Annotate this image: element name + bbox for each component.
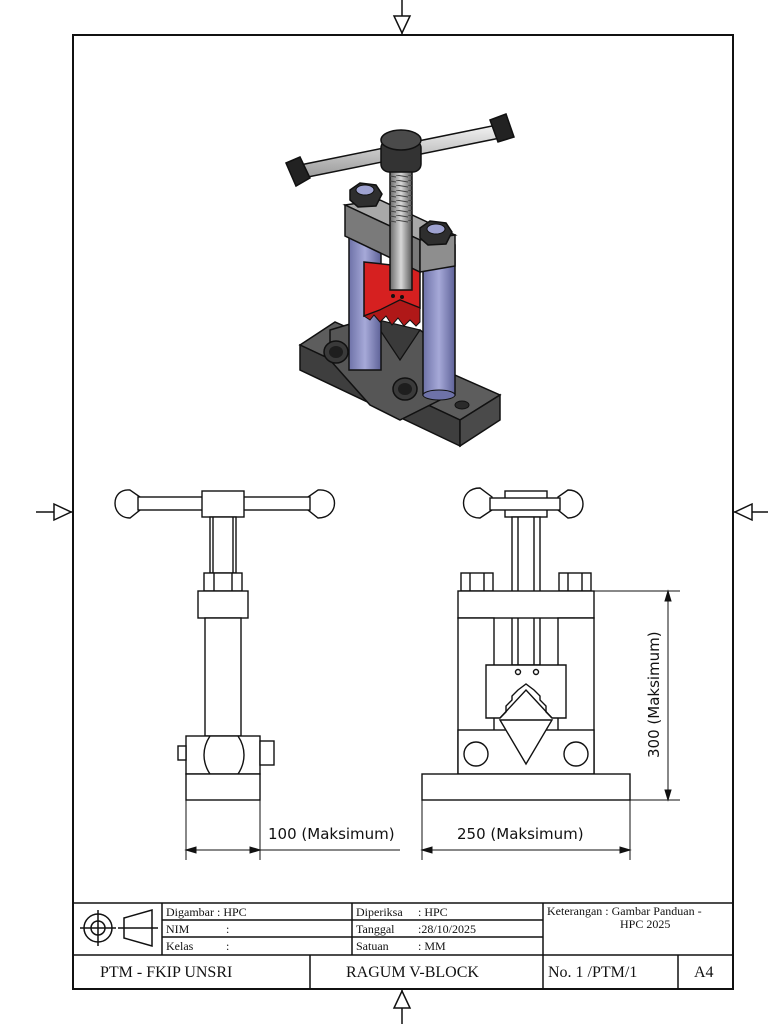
side-pin-right [259,740,275,766]
date-value: :28/10/2025 [418,922,476,936]
right-nut-top [426,223,446,235]
checked-label: Diperiksa [356,905,403,919]
isometric-view [285,113,515,448]
unit-value: : MM [418,939,446,953]
dimension-width-label: 250 (Maksimum) [457,825,584,843]
side-vblock-arc-right [237,735,245,775]
front-nut-left [460,572,494,592]
front-pin-left [463,741,489,767]
side-vblock [185,735,261,775]
jaw-hole-1 [391,294,395,298]
jaw-teeth [362,299,421,327]
front-jaw-hole-1 [514,668,522,676]
institution: PTM - FKIP UNSRI [100,964,232,981]
drawing-title: RAGUM V-BLOCK [346,964,479,981]
front-view [421,487,631,801]
side-base [185,773,261,801]
projection-symbol-icon [80,909,158,947]
side-crossbeam [197,590,249,619]
notes-line2: HPC 2025 [620,917,670,931]
side-post [204,617,242,737]
dimension-depth-label: 100 (Maksimum) [268,825,395,843]
side-view [114,489,335,801]
dimension-width [420,800,632,860]
side-screw [209,516,237,574]
notes-line1: Keterangan : Gambar Panduan - [547,904,702,918]
unit-label: Satuan [356,939,389,953]
side-vblock-arc-left [203,735,211,775]
t-handle-hub-top [380,129,422,151]
left-nut-top [355,184,375,196]
centering-mark-bottom [392,989,412,1024]
centering-mark-left [36,502,73,522]
side-handle-right-knob [307,489,335,519]
front-jaw [485,664,567,719]
paper-size: A4 [694,964,714,981]
nim-label: NIM [166,922,190,936]
left-pin-hole [329,346,343,358]
drawn-by: Digambar : HPC [166,905,247,919]
t-handle-right-knob [489,113,515,143]
front-jaw-teeth [499,683,553,719]
checked-value: : HPC [418,905,448,919]
class-label: Kelas [166,939,194,953]
front-handle-right-knob [557,489,584,519]
nim-separator: : [226,922,229,936]
front-crossbeam [457,590,595,619]
class-separator: : [226,939,229,953]
front-pin-right [563,741,589,767]
title-block [73,902,733,989]
centering-mark-right [733,502,768,522]
front-jaw-hole-2 [532,668,540,676]
base-side-face [459,393,501,448]
front-pin-hole [398,383,412,395]
front-base [421,773,631,801]
front-nut-right [558,572,592,592]
jaw-hole-2 [400,295,404,299]
date-label: Tanggal [356,922,395,936]
side-handle-hub [201,490,245,518]
side-handle-left-knob [114,489,141,519]
drawing-number: No. 1 /PTM/1 [548,964,637,981]
front-handle-bar [489,497,561,511]
dimension-height-label: 300 (Maksimum) [645,631,663,758]
t-handle-left-knob [285,156,311,188]
front-handle-left-knob [463,487,493,519]
front-vblock-notch [498,719,554,766]
side-nut [203,572,243,592]
side-pin-left [177,745,187,761]
lead-screw-thread [390,165,412,225]
dimension-depth [184,800,400,860]
dimension-height [594,589,680,802]
right-post-bottom [422,389,456,401]
centering-mark-top [392,0,412,35]
base-hole [454,400,470,410]
